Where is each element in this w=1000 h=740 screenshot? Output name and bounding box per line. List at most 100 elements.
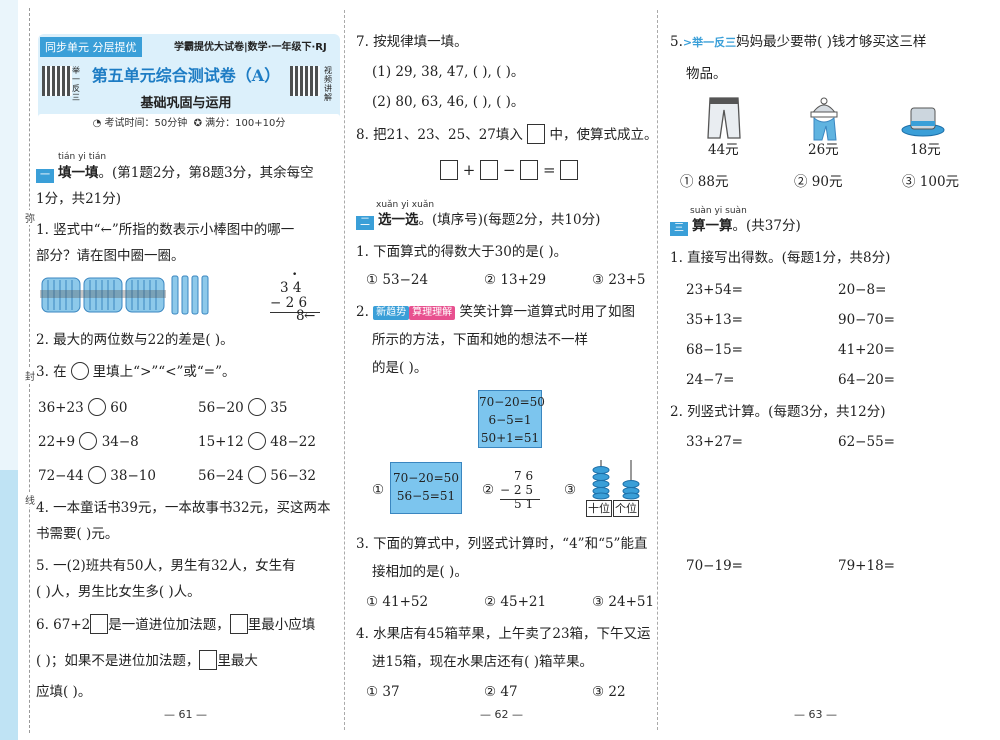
calc-1b[interactable]: 20−8= xyxy=(838,282,887,298)
s2-q3-opt2[interactable]: ② 45+21 xyxy=(484,594,547,610)
abacus-figure[interactable] xyxy=(586,458,646,500)
section3-heading: 三算一算。(共37分) xyxy=(670,216,801,236)
bundle-3 xyxy=(125,277,165,313)
page-number-61: — 61 — xyxy=(164,708,207,721)
s2-q2-opt1-mark[interactable]: ① xyxy=(372,482,385,498)
ones-label: 个位 xyxy=(613,500,639,517)
section2-note: 。(填序号)(每题2分，共10分) xyxy=(418,212,601,228)
reasoning-badge: 算理理解 xyxy=(409,306,456,320)
compare-circle[interactable] xyxy=(247,466,266,484)
vcalc-1b[interactable]: 62−55= xyxy=(838,434,895,450)
q1-vertical-top: 3 4 xyxy=(280,280,302,296)
compare-circle[interactable] xyxy=(247,432,266,450)
compare-5: 72−44 38−10 xyxy=(38,466,156,484)
pants-icon xyxy=(707,97,741,139)
test-subtitle: 基础巩固与运用 xyxy=(140,96,232,111)
s2-q3-opt3[interactable]: ③ 24+51 xyxy=(592,594,655,610)
s2-q4-opt2[interactable]: ② 47 xyxy=(484,684,518,700)
compare-circle[interactable] xyxy=(79,432,98,450)
page-number-63: — 63 — xyxy=(794,708,837,721)
answer-box-icon xyxy=(527,124,546,144)
c3-q5-opt3[interactable]: ③ 100元 xyxy=(902,174,960,190)
s2-q1-opt1[interactable]: ① 53−24 xyxy=(366,272,429,288)
star-icon: ✪ xyxy=(193,118,206,129)
column-page-62: 7. 按规律填一填。 (1) 29, 38, 47, ( ), ( )。 (2)… xyxy=(354,0,657,740)
q1-line2: 部分？请在图中圈一圈。 xyxy=(36,248,185,264)
compare-circle[interactable] xyxy=(87,466,106,484)
section1-icon: 一 xyxy=(36,169,54,183)
stick-bundles-figure[interactable] xyxy=(40,272,270,320)
answer-box[interactable] xyxy=(520,160,539,180)
s2-q3-line1: 3. 下面的算式中，列竖式计算时，“4”和“5”能直 xyxy=(356,536,648,552)
q1-vertical-result: 8 xyxy=(296,308,305,324)
c3-q5-opt1[interactable]: ① 88元 xyxy=(680,174,729,190)
calc-2a[interactable]: 35+13= xyxy=(686,312,743,328)
bundle-1 xyxy=(41,277,81,313)
qr-code-left xyxy=(42,66,72,96)
q4-line2: 书需要( )元。 xyxy=(36,526,119,542)
q3-end: 里填上“>”“<”或“=”。 xyxy=(92,364,236,380)
s2-q4-opt1[interactable]: ① 37 xyxy=(366,684,400,700)
answer-box[interactable] xyxy=(229,614,248,634)
s2-q2-opt2-mark[interactable]: ② xyxy=(482,482,495,498)
c3-q5-opt2[interactable]: ② 90元 xyxy=(794,174,843,190)
s2-q3-opt1[interactable]: ① 41+52 xyxy=(366,594,429,610)
column-divider xyxy=(344,10,345,730)
vcalc-1a[interactable]: 33+27= xyxy=(686,434,743,450)
s2-q4-line2: 进15箱，现在水果店还有( )箱苹果。 xyxy=(372,654,594,670)
compare-circle[interactable] xyxy=(247,398,266,416)
s3-q2: 2. 列竖式计算。(每题3分，共12分) xyxy=(670,404,886,420)
c3-q5-line1: 5.>举一反三妈妈最少要带( )钱才够买这三样 xyxy=(670,34,927,50)
s2-q2-opt3-mark[interactable]: ③ xyxy=(564,482,577,498)
answer-box[interactable] xyxy=(560,160,579,180)
compare-circle[interactable] xyxy=(87,398,106,416)
answer-box[interactable] xyxy=(480,160,499,180)
section2-icon: 二 xyxy=(356,216,374,230)
answer-box[interactable] xyxy=(90,614,109,634)
s2-q4-opt3[interactable]: ③ 22 xyxy=(592,684,626,700)
calc-2b[interactable]: 90−70= xyxy=(838,312,895,328)
q1-vertical-mid: − 2 6 xyxy=(270,295,308,311)
q6-line2: ( )；如果不是进位加法题，里最大 xyxy=(36,650,258,671)
price-pants: 44元 xyxy=(708,142,739,158)
compare-4: 15+12 48−22 xyxy=(198,432,316,450)
q6-line3: 应填( )。 xyxy=(36,684,92,700)
s2-q2-line1: 2. 新趋势算理理解 笑笑计算一道算式时用了如图 xyxy=(356,304,635,320)
vertical-mid: − 2 5 xyxy=(500,483,533,497)
calc-3a[interactable]: 68−15= xyxy=(686,342,743,358)
vcalc-2a[interactable]: 70−19= xyxy=(686,558,743,574)
q5-line2: ( )人，男生比女生多( )人。 xyxy=(36,584,201,600)
answer-box[interactable] xyxy=(440,160,458,180)
vertical-top: 7 6 xyxy=(514,469,534,483)
test-title: 第五单元综合测试卷（A） xyxy=(91,66,281,85)
top-hat-icon xyxy=(901,107,945,137)
vcalc-2b[interactable]: 79+18= xyxy=(838,558,895,574)
calc-3b[interactable]: 41+20= xyxy=(838,342,895,358)
unit-tag: 同步单元 分层提优 xyxy=(40,37,142,57)
section2-label: 选一选 xyxy=(378,212,419,228)
s2-q2-line2: 所示的方法，下面和她的想法不一样 xyxy=(372,332,588,348)
s2-q1-opt3[interactable]: ③ 23+5 xyxy=(592,272,646,288)
calc-1a[interactable]: 23+54= xyxy=(686,282,743,298)
q7-part1: (1) 29, 38, 47, ( ), ( )。 xyxy=(372,64,525,80)
hat-scarf-icon xyxy=(810,97,838,141)
s2-q1: 1. 下面算式的得数大于30的是( )。 xyxy=(356,244,568,260)
answer-box[interactable] xyxy=(199,650,218,670)
extension-tag: >举一反三 xyxy=(682,36,737,49)
qr-code-right xyxy=(290,66,320,96)
s2-q4-line1: 4. 水果店有45箱苹果，上午卖了23箱，下午又运 xyxy=(356,626,651,642)
q2: 2. 最大的两位数与22的差是( )。 xyxy=(36,332,234,348)
test-info: ◔ 考试时间：50分钟 ✪ 满分：100+10分 xyxy=(38,114,340,132)
series-title: 学霸提优大试卷|数学·一年级下·RJ xyxy=(174,42,327,53)
s2-q1-opt2[interactable]: ② 13+29 xyxy=(484,272,547,288)
compare-1: 36+23 60 xyxy=(38,398,128,416)
bundle-2 xyxy=(83,277,123,313)
vertical-result: 5 1 xyxy=(514,497,534,511)
qr-right-label: 视频讲解 xyxy=(324,66,332,102)
calc-4b[interactable]: 64−20= xyxy=(838,372,895,388)
calc-4a[interactable]: 24−7= xyxy=(686,372,735,388)
gutter-char: 封 xyxy=(24,368,36,383)
column-page-61: 同步单元 分层提优 学霸提优大试卷|数学·一年级下·RJ 举一反三 视频讲解 第… xyxy=(34,0,340,740)
